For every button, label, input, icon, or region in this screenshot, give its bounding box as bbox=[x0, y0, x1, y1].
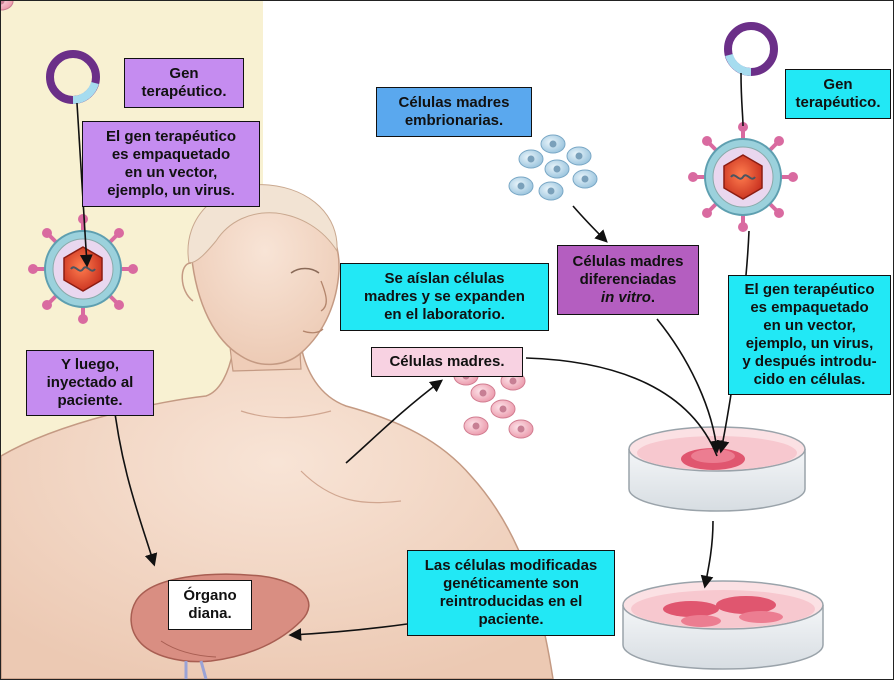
petri-dish-icon bbox=[629, 427, 805, 511]
plasmid-icon-right bbox=[728, 26, 774, 72]
stem-cells-label: Células madres. bbox=[371, 347, 523, 377]
petri-dish-icon-2 bbox=[623, 581, 823, 669]
virus-icon bbox=[28, 214, 138, 324]
in-vitro-text: in vitro bbox=[601, 289, 651, 306]
in-vitro-period: . bbox=[651, 289, 655, 306]
virus-icon-right bbox=[688, 122, 798, 232]
